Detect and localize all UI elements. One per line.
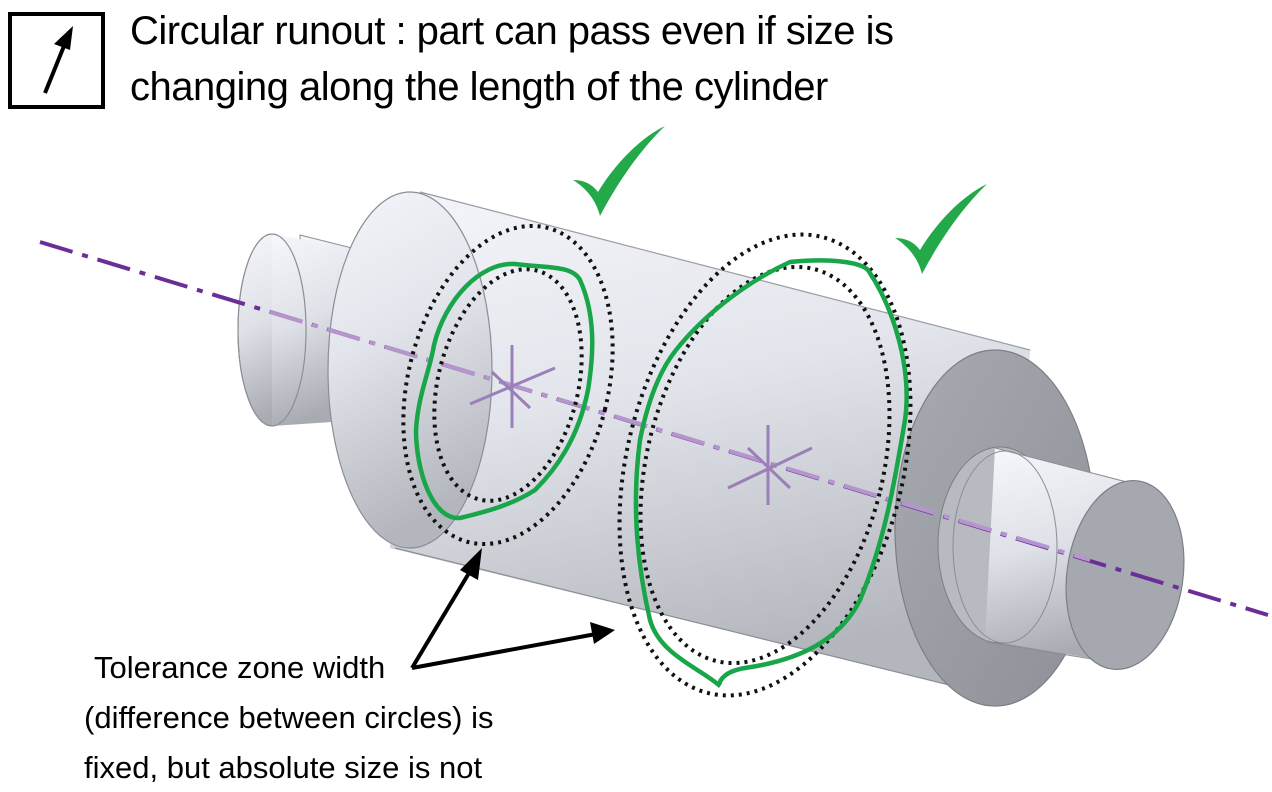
callout-arrows: [410, 548, 615, 670]
title-line-1: Circular runout : part can pass even if …: [130, 9, 894, 53]
outer-zone-circle-right: [617, 232, 913, 698]
right-tolerance-zone: [617, 232, 913, 698]
runout-symbol: [8, 12, 105, 109]
center-mark-icon: [469, 345, 556, 428]
outer-zone-circle-left: [401, 223, 615, 547]
right-shaft: [937, 446, 1185, 671]
title-line-2: changing along the length of the cylinde…: [130, 65, 828, 109]
inner-zone-circle-right: [638, 264, 892, 666]
circular-runout-arrow-icon: [43, 45, 66, 94]
center-axis-line-faded: [269, 310, 1091, 562]
caption-line-1: Tolerance zone width: [94, 650, 385, 685]
center-mark-icon: [727, 425, 813, 505]
actual-profile-right: [633, 258, 909, 689]
inner-zone-circle-left: [432, 267, 584, 503]
actual-profile-left: [413, 261, 595, 521]
check-mark-icon: [573, 126, 665, 216]
caption-line-2: (difference between circles) is: [84, 700, 494, 735]
left-tolerance-zone: [401, 223, 615, 547]
caption-line-3: fixed, but absolute size is not: [84, 750, 482, 785]
check-mark-icon: [895, 184, 987, 274]
